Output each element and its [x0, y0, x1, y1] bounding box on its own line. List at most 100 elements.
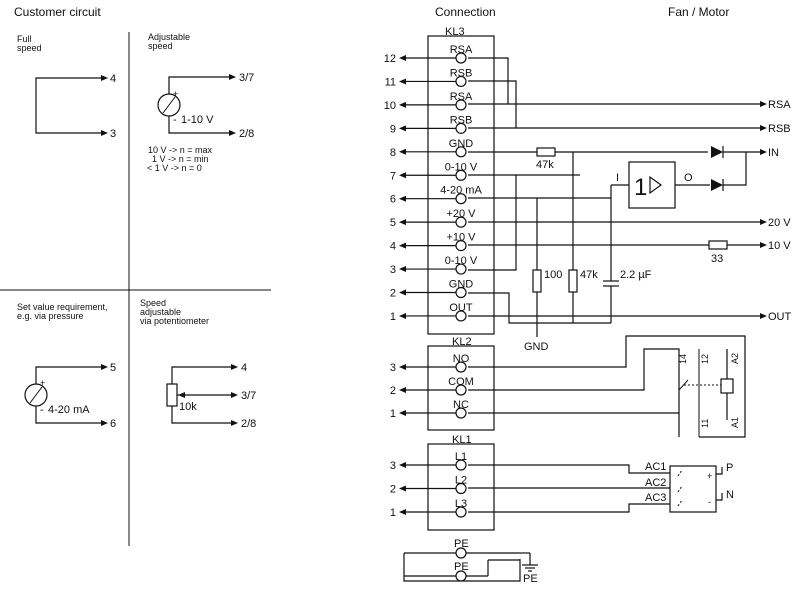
kl3-terminal-row: 0-10 V3	[390, 255, 478, 276]
kl2-terminal-row: NC1	[390, 399, 469, 420]
kl1-pin-number: 3	[390, 460, 396, 472]
kl3-terminal-screw-icon	[455, 216, 467, 228]
resistor-47k-top-label: 47k	[536, 159, 554, 171]
adjustable-source-plus: +	[173, 89, 178, 99]
fan-20v-label: 20 V	[768, 217, 791, 229]
kl2-pin-number: 1	[390, 408, 396, 420]
amplifier-gain: 1	[634, 174, 647, 201]
relay-label-12: 12	[700, 354, 710, 364]
relay-label-a1: A1	[730, 417, 740, 428]
kl3-terminal-row: +20 V5	[390, 208, 476, 229]
relay-wiring: 14 12 11 A2 A1	[468, 335, 746, 438]
kl3-terminal-screw-icon	[455, 240, 467, 252]
rectifier-plus: +	[707, 471, 712, 481]
kl3-terminal-row: 4-20 mA6	[390, 185, 483, 206]
kl2-terminal-label: COM	[448, 376, 474, 388]
kl1-terminal-screw-icon	[455, 482, 467, 495]
kl2-terminal-row: NO 3	[390, 353, 470, 374]
set-value-terminal-6: 6	[110, 418, 116, 430]
kl3-terminal-row: 0-10 V7	[390, 161, 478, 182]
kl3-pin-number: 9	[390, 123, 396, 135]
ac3-label: AC3	[645, 492, 666, 504]
kl2-terminal-screw-icon	[455, 384, 467, 396]
kl2-terminal-screw-icon	[455, 361, 467, 373]
kl1-terminal-row: L31	[390, 498, 467, 519]
pe-label-2: PE	[454, 561, 469, 573]
header-fan-motor: Fan / Motor	[668, 5, 729, 19]
kl1-terminal-label: L1	[455, 451, 467, 463]
amplifier-input-label: I	[616, 172, 619, 184]
kl3-terminal-row: +10 V 4	[390, 232, 476, 253]
fan-wiring: RSA RSB 47k IN 1 I O 20 V	[468, 57, 792, 353]
potentiometer-label-2: adjustable	[140, 307, 181, 317]
power-wiring: AC1 AC2 AC3 + - P N	[468, 461, 734, 513]
kl3-terminal-screw-icon	[455, 146, 467, 158]
kl3-terminal-label: 0-10 V	[445, 255, 478, 267]
kl3-terminal-screw-icon	[455, 310, 467, 322]
full-speed-terminal-3: 3	[110, 128, 116, 140]
kl1-terminal-screw-icon	[455, 506, 467, 518]
potentiometer-terminal-2-8: 2/8	[241, 418, 256, 430]
adjustable-note-max: 10 V -> n = max	[148, 145, 213, 155]
diode-bottom-icon	[711, 179, 723, 191]
adjustable-terminal-2-8: 2/8	[239, 128, 254, 140]
full-speed-label: Full	[17, 34, 32, 44]
kl1-terminal-label: L2	[455, 475, 467, 487]
kl3-pin-number: 4	[390, 241, 396, 253]
potentiometer-terminal-3-7: 3/7	[241, 390, 256, 402]
kl2-terminal-label: NO	[453, 353, 470, 365]
rectifier-box	[669, 465, 717, 513]
set-value-label: Set value requirement,	[17, 302, 108, 312]
header-connection: Connection	[435, 5, 496, 19]
kl2-pin-number: 3	[390, 362, 396, 374]
kl3-terminal-label: GND	[449, 138, 474, 150]
set-value-terminal-5: 5	[110, 362, 116, 374]
adjustable-note-zero: < 1 V -> n = 0	[147, 163, 202, 173]
power-n-label: N	[726, 489, 734, 501]
kl3-terminal-label: RSB	[450, 67, 473, 79]
relay-label-11: 11	[700, 419, 710, 428]
set-value-label-2: e.g. via pressure	[17, 311, 84, 321]
relay-label-a2: A2	[730, 353, 740, 364]
kl3-pin-number: 7	[390, 170, 396, 182]
kl3-terminal-label: +10 V	[446, 232, 476, 244]
adjustable-note-min: 1 V -> n = min	[152, 154, 209, 164]
fan-rsb-label: RSB	[768, 123, 791, 135]
resistor-47k-top	[536, 147, 556, 157]
potentiometer-value: 10k	[179, 401, 197, 413]
fan-out-label: OUT	[768, 311, 792, 323]
kl3-terminal-screw-icon	[455, 263, 467, 275]
kl2-title: KL2	[452, 336, 472, 348]
kl3-terminal-screw-icon	[455, 169, 467, 181]
capacitor-label: 2.2 µF	[620, 269, 652, 281]
full-speed-label-2: speed	[17, 43, 42, 53]
relay-coil	[720, 378, 734, 394]
adjustable-speed-circuit: Adjustable speed + - 1-10 V 3/7 2/8 10 V…	[147, 32, 254, 173]
potentiometer-terminal-4: 4	[241, 362, 247, 374]
kl3-terminal-screw-icon	[455, 193, 467, 205]
kl1-title: KL1	[452, 434, 472, 446]
pe-label-1: PE	[454, 538, 469, 550]
adjustable-source-minus: -	[173, 114, 177, 126]
adjustable-speed-label-2: speed	[148, 41, 173, 51]
kl3-terminal-label: RSA	[450, 91, 473, 103]
kl3-terminal-label: +20 V	[446, 208, 476, 220]
resistor-33-label: 33	[711, 253, 723, 265]
set-value-circuit: Set value requirement, e.g. via pressure…	[17, 302, 116, 430]
pe-ground-label: PE	[523, 573, 538, 585]
pe-block: PE PE PE	[403, 538, 538, 585]
rectifier-minus: -	[708, 497, 711, 507]
kl1-terminal-row: L1 3	[390, 451, 467, 472]
header-customer-circuit: Customer circuit	[14, 5, 101, 19]
kl3-pin-number: 6	[390, 194, 396, 206]
fan-rsa-label: RSA	[768, 99, 791, 111]
kl3-terminal-label: RSA	[450, 44, 473, 56]
resistor-47k	[568, 269, 578, 293]
